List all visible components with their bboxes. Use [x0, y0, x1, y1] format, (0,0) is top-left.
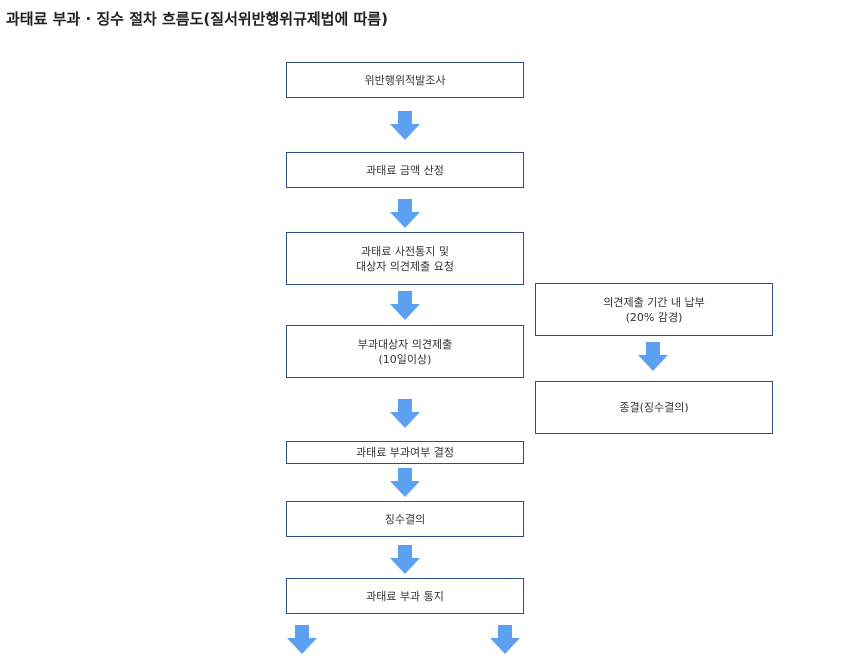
flow-step-label: 징수결의 — [384, 512, 426, 526]
down-arrow-icon — [638, 342, 668, 372]
flow-step-label: (10일이상) — [378, 352, 432, 366]
flow-step-label: (20% 감경) — [625, 310, 683, 324]
down-arrow-icon — [390, 468, 420, 498]
flow-step-prior-notice: 과태료 사전통지 및 대상자 의견제출 요청 — [286, 232, 524, 285]
flow-side-early-payment: 의견제출 기간 내 납부 (20% 감경) — [535, 283, 773, 336]
down-arrow-icon — [390, 199, 420, 229]
flow-step-imposition-notice: 과태료 부과 통지 — [286, 578, 524, 614]
flow-step-label: 위반행위적발조사 — [364, 73, 446, 87]
flow-step-label: 과태료 부과여부 결정 — [355, 446, 455, 459]
flow-step-imposition-decision: 과태료 부과여부 결정 — [286, 441, 524, 464]
page-title: 과태료 부과 · 징수 절차 흐름도(질서위반행위규제법에 따름) — [6, 10, 388, 28]
flow-step-collection-resolution: 징수결의 — [286, 501, 524, 537]
flow-step-label: 과태료 금액 산정 — [366, 163, 444, 177]
flow-step-fine-calculation: 과태료 금액 산정 — [286, 152, 524, 188]
flow-side-termination: 종결(징수결의) — [535, 381, 773, 434]
flow-step-label: 과태료 부과 통지 — [366, 589, 444, 603]
down-arrow-icon — [390, 111, 420, 141]
down-arrow-icon — [390, 545, 420, 575]
flow-step-label: 부과대상자 의견제출 — [357, 337, 453, 351]
flow-step-opinion-submission: 부과대상자 의견제출 (10일이상) — [286, 325, 524, 378]
flow-step-violation-investigation: 위반행위적발조사 — [286, 62, 524, 98]
flow-step-label: 의견제출 기간 내 납부 — [603, 295, 705, 309]
down-arrow-icon — [287, 625, 317, 655]
flow-step-label: 과태료 사전통지 및 — [361, 244, 449, 258]
flow-step-label: 종결(징수결의) — [619, 401, 689, 414]
down-arrow-icon — [390, 399, 420, 429]
down-arrow-icon — [390, 291, 420, 321]
flow-step-label: 대상자 의견제출 요청 — [355, 259, 455, 273]
down-arrow-icon — [490, 625, 520, 655]
